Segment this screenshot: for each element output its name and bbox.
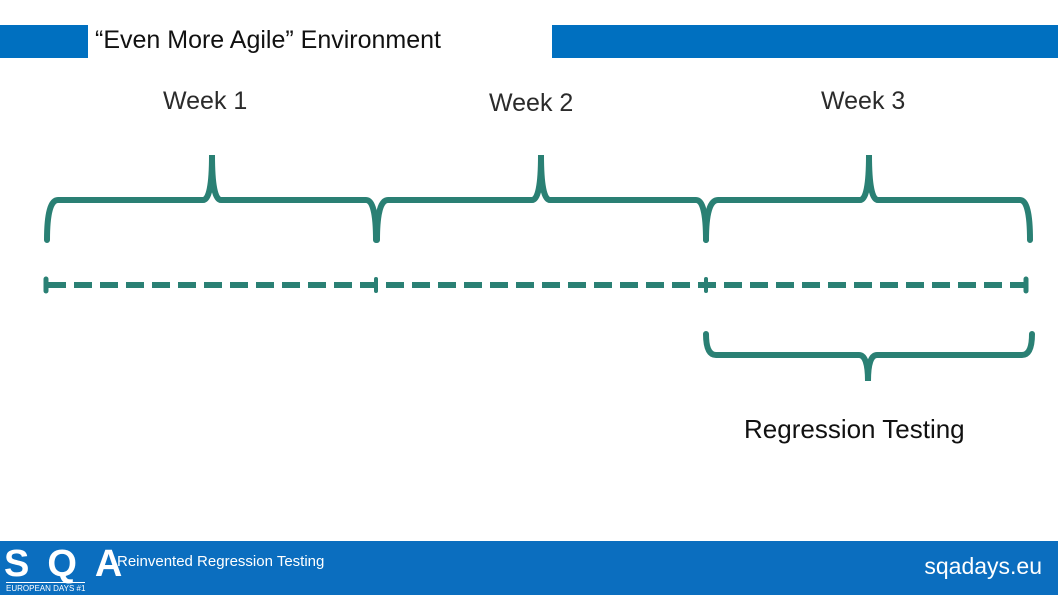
week-2-brace [374, 154, 709, 243]
logo-mark: SQA [4, 543, 141, 585]
week-1-brace [44, 154, 379, 243]
slide-title: “Even More Agile” Environment [95, 26, 441, 54]
regression-brace [703, 331, 1035, 382]
week-3-brace [703, 154, 1033, 243]
header-bar-right [552, 25, 1058, 58]
sqa-logo: SQA EUROPEAN DAYS #1 [4, 543, 122, 593]
header-bar-left [0, 25, 88, 58]
week-2-label: Week 2 [489, 89, 574, 117]
week-1-label: Week 1 [163, 87, 248, 115]
logo-subtext: EUROPEAN DAYS #1 [6, 582, 86, 593]
site-link[interactable]: sqadays.eu [924, 553, 1042, 579]
regression-testing-label: Regression Testing [744, 414, 965, 444]
week-3-label: Week 3 [821, 87, 906, 115]
footer: SQA EUROPEAN DAYS #1 Reinvented Regressi… [0, 541, 1058, 595]
presentation-title: Reinvented Regression Testing [117, 553, 325, 570]
